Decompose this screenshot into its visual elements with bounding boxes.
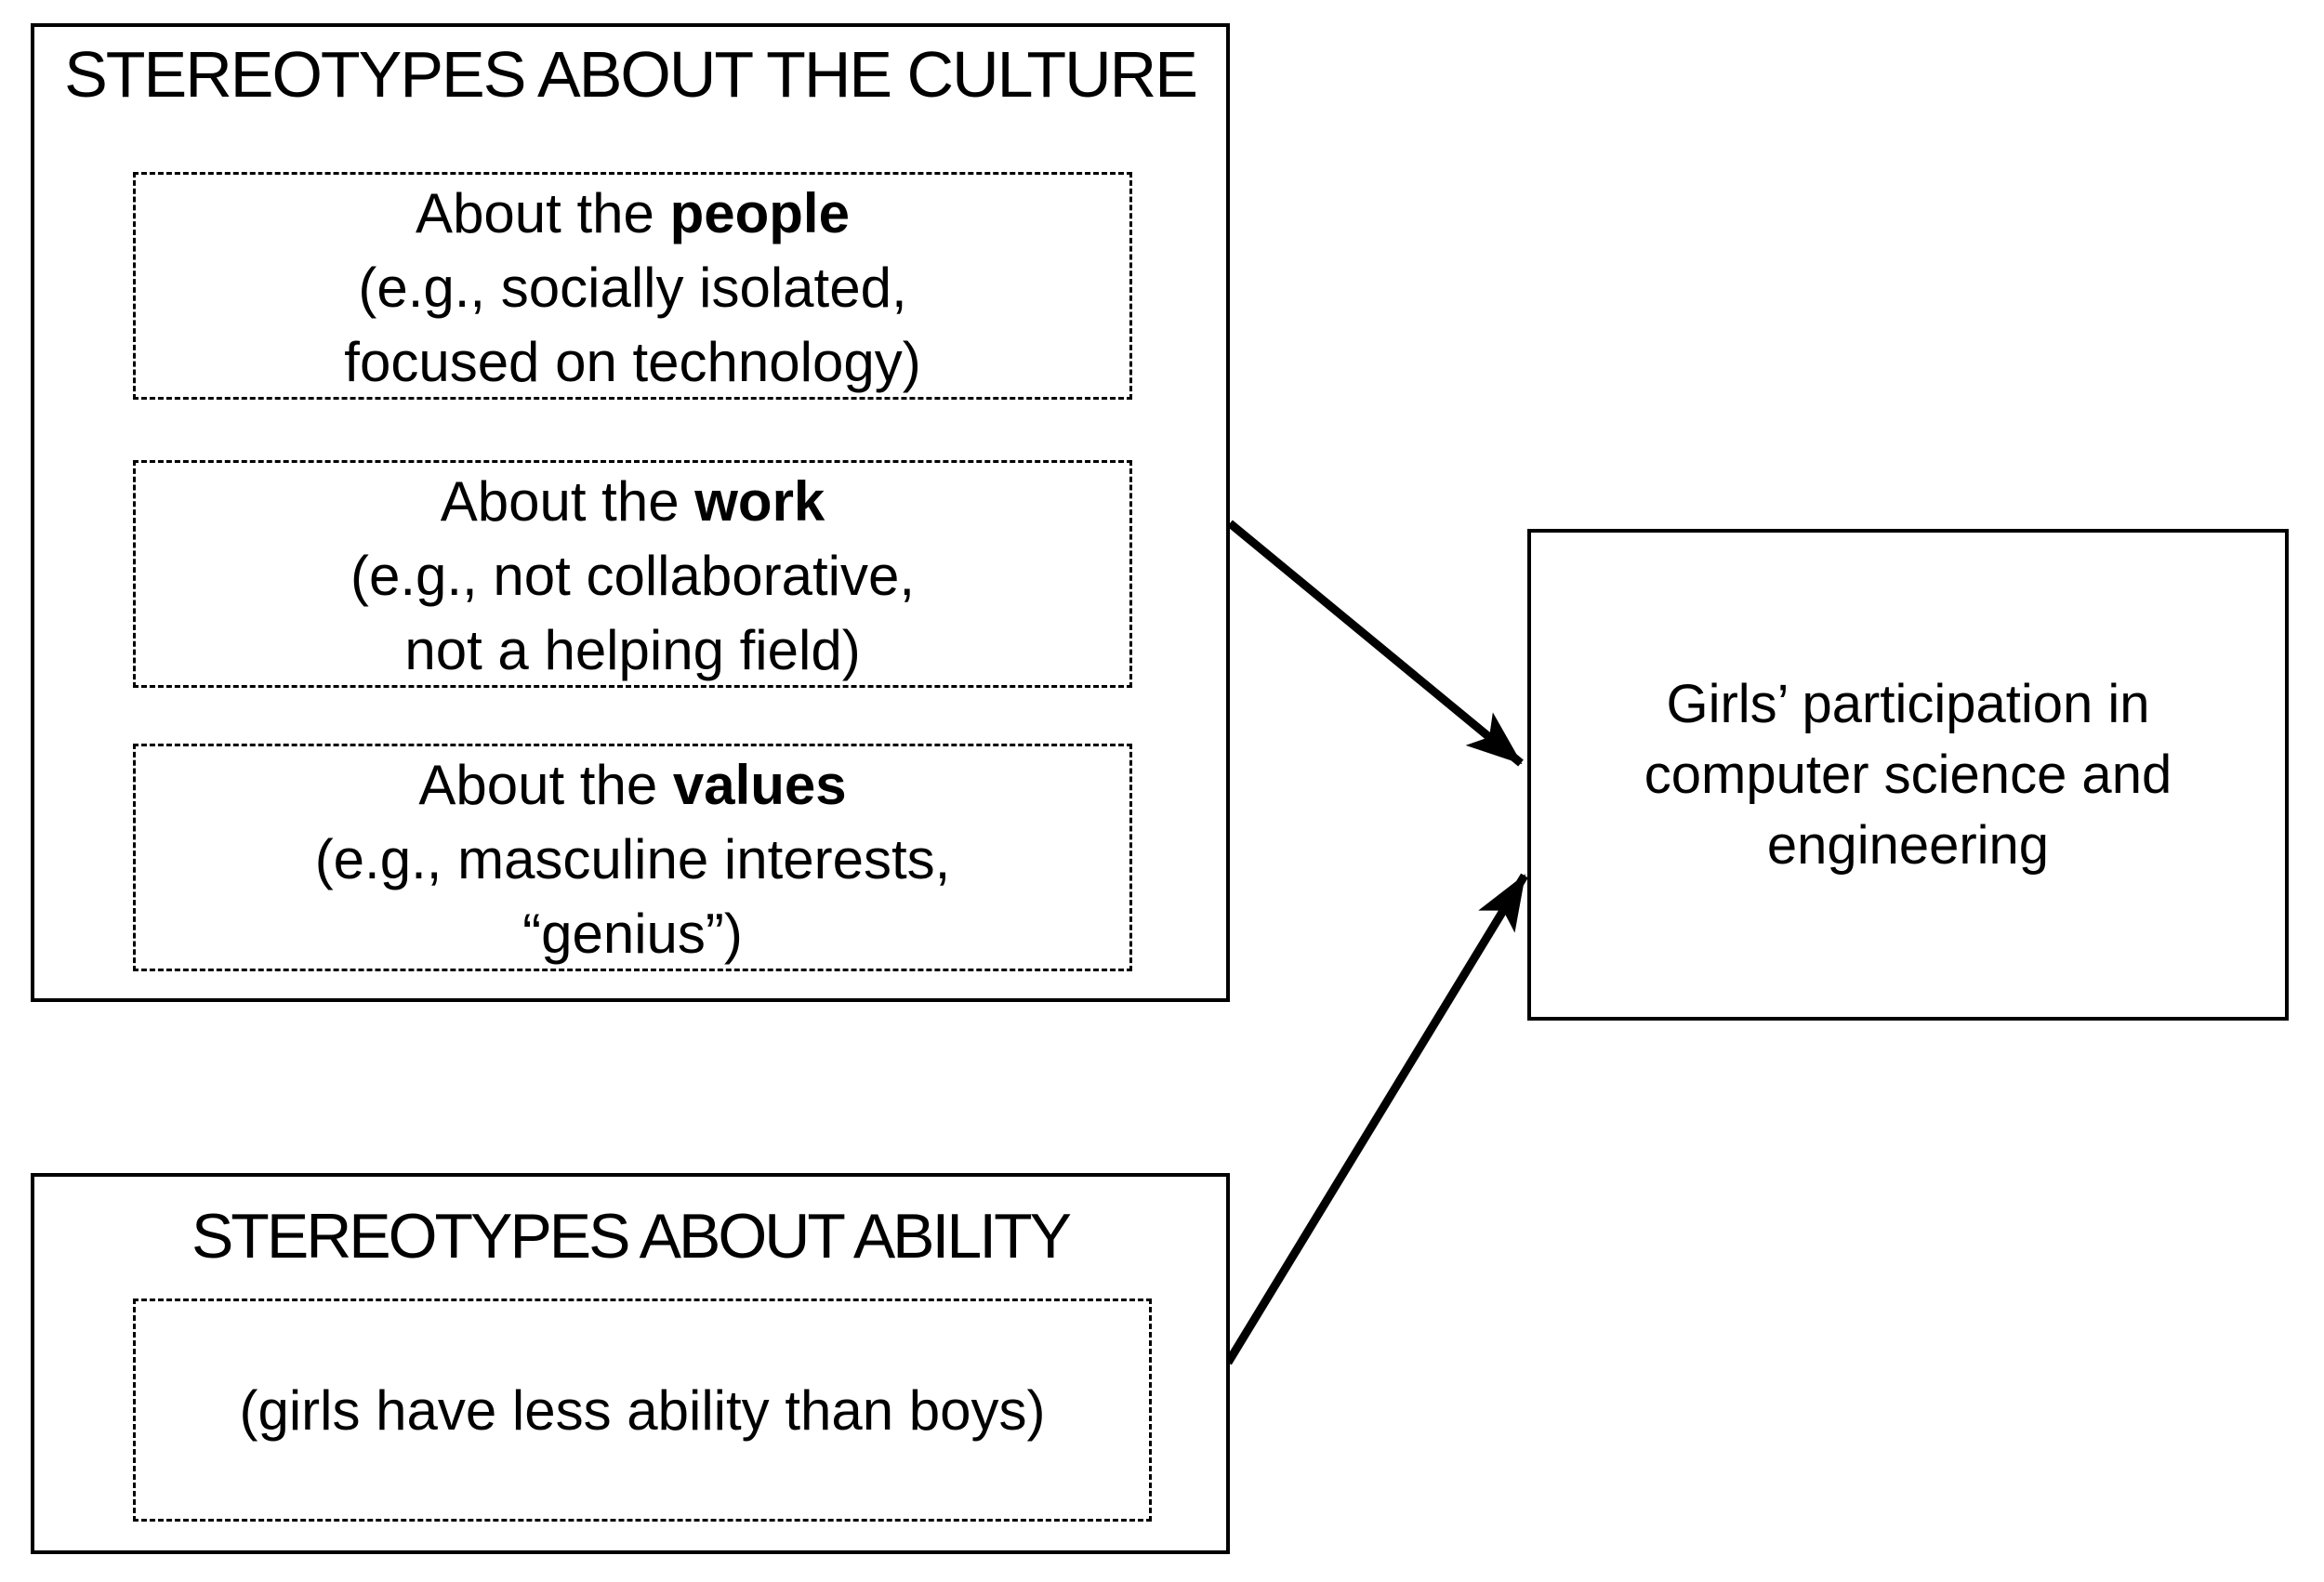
outcome-line-2: computer science and [1644, 744, 2172, 805]
culture-item-work: About the work (e.g., not collaborative,… [133, 460, 1132, 688]
culture-item-values: About the values (e.g., masculine intere… [133, 744, 1132, 971]
item-keyword: values [672, 754, 847, 816]
item-keyword: people [669, 182, 850, 244]
item-keyword: work [694, 470, 825, 533]
culture-box: STEREOTYPES ABOUT THE CULTURE About the … [31, 23, 1230, 1002]
arrow-ability-to-outcome [1224, 873, 1528, 1365]
ability-title: STEREOTYPES ABOUT ABILITY [191, 1201, 1072, 1272]
culture-item-people-line3: focused on technology) [344, 331, 921, 393]
ability-box: STEREOTYPES ABOUT ABILITY (girls have le… [31, 1173, 1230, 1554]
culture-item-values-line1: About the values [136, 748, 1129, 823]
ability-item-text: (girls have less ability than boys) [239, 1379, 1046, 1442]
item-prefix: About the [416, 182, 670, 244]
culture-item-people: About the people (e.g., socially isolate… [133, 172, 1132, 400]
ability-item: (girls have less ability than boys) [133, 1299, 1152, 1522]
culture-item-work-line3: not a helping field) [404, 619, 861, 681]
outcome-box: Girls’ participation in computer science… [1527, 529, 2289, 1021]
item-prefix: About the [440, 470, 695, 533]
culture-item-people-line1: About the people [136, 177, 1129, 251]
culture-item-people-line2: (e.g., socially isolated, [358, 257, 907, 319]
outcome-line-3: engineering [1766, 814, 2050, 876]
outcome-line-1: Girls’ participation in [1666, 673, 2150, 734]
item-prefix: About the [418, 754, 673, 816]
arrow-culture-to-outcome [1227, 520, 1524, 767]
culture-item-work-line2: (e.g., not collaborative, [350, 545, 915, 607]
culture-title: STEREOTYPES ABOUT THE CULTURE [64, 38, 1198, 111]
culture-item-values-line3: “genius”) [522, 903, 743, 965]
culture-item-values-line2: (e.g., masculine interests, [314, 828, 951, 890]
culture-item-work-line1: About the work [136, 465, 1129, 539]
